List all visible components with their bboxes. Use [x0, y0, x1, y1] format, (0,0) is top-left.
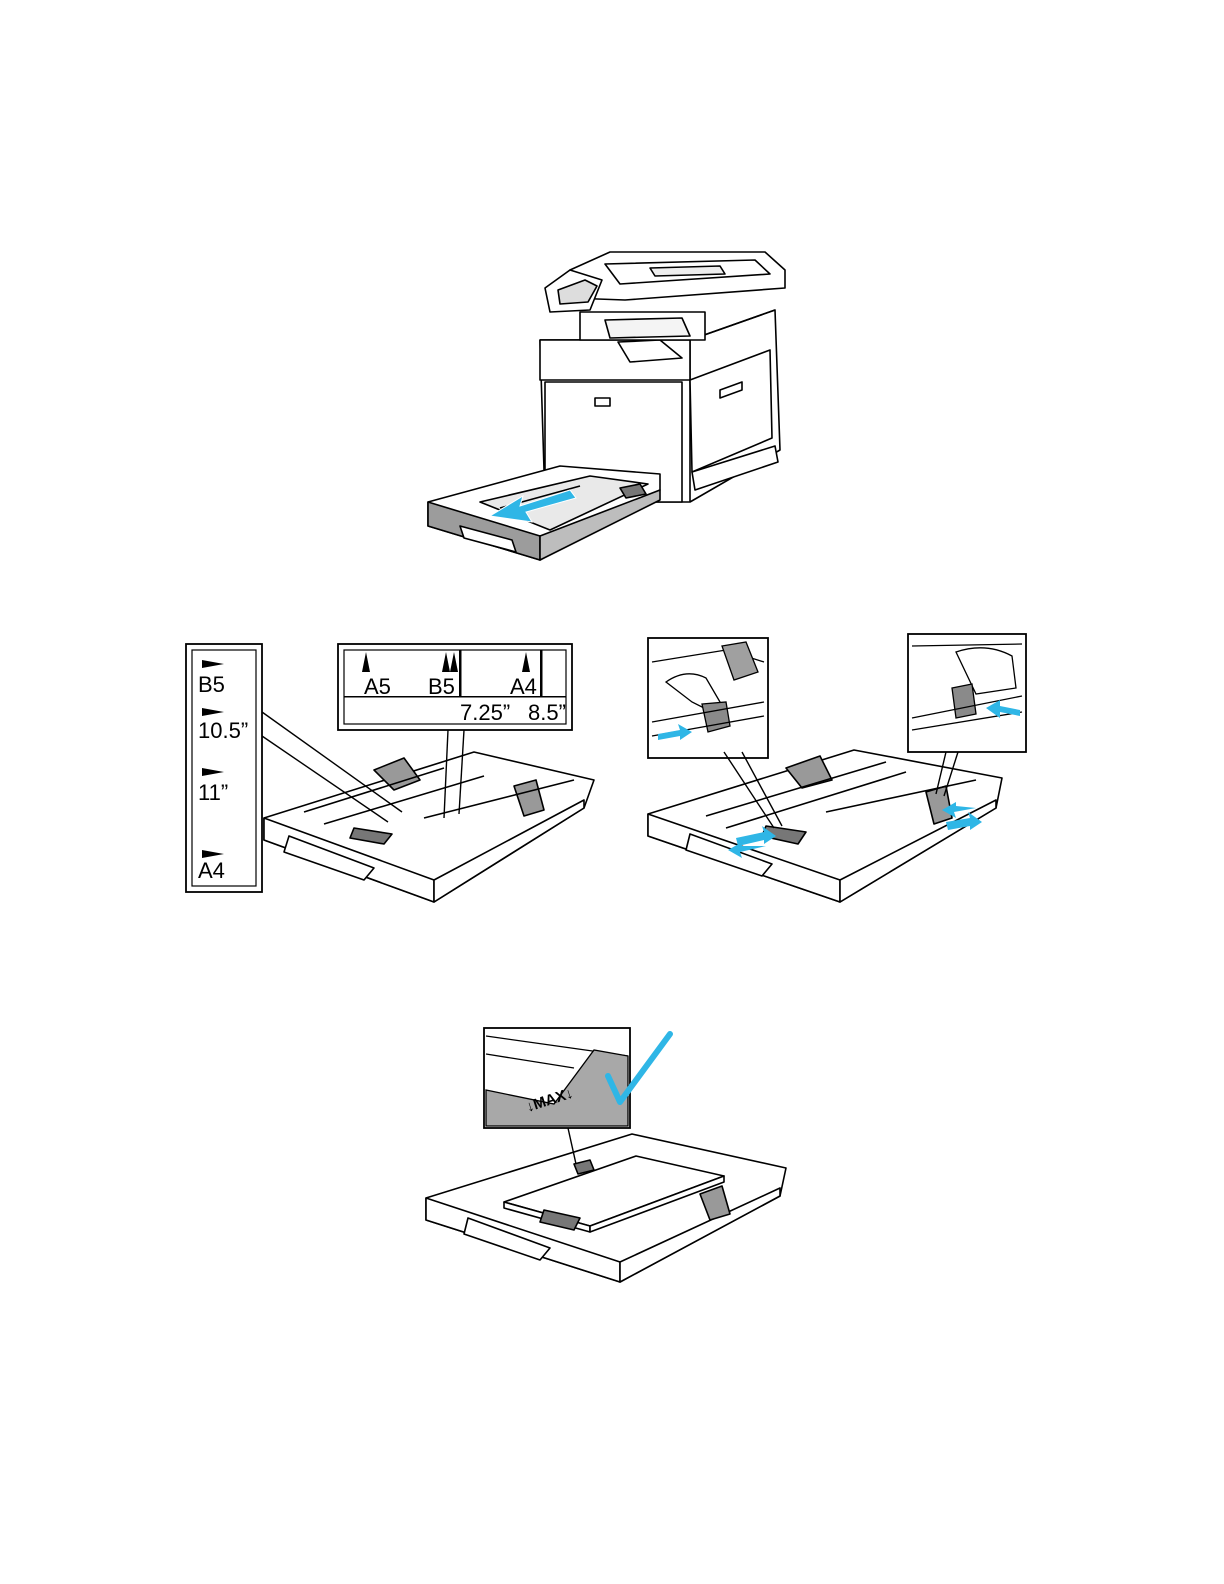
- figure-printer-open-tray: [420, 240, 800, 570]
- figure-size-markings: B5 10.5” 11” A4 A5 B5 A4 7.25” 8.5”: [184, 640, 604, 910]
- size-label-a4-top: A4: [510, 674, 537, 699]
- figure-adjust-guides: [646, 632, 1030, 912]
- size-label-a4-side: A4: [198, 858, 225, 883]
- figure-max-fill-line: ↓MAX↓: [424, 1026, 790, 1286]
- size-label-b5-top: B5: [428, 674, 455, 699]
- size-label-10-5in: 10.5”: [198, 718, 248, 743]
- size-label-a5-top: A5: [364, 674, 391, 699]
- size-label-11in: 11”: [198, 780, 228, 805]
- size-label-b5-side: B5: [198, 672, 225, 697]
- size-label-8-5in: 8.5”: [528, 700, 566, 725]
- size-label-7-25in: 7.25”: [460, 700, 510, 725]
